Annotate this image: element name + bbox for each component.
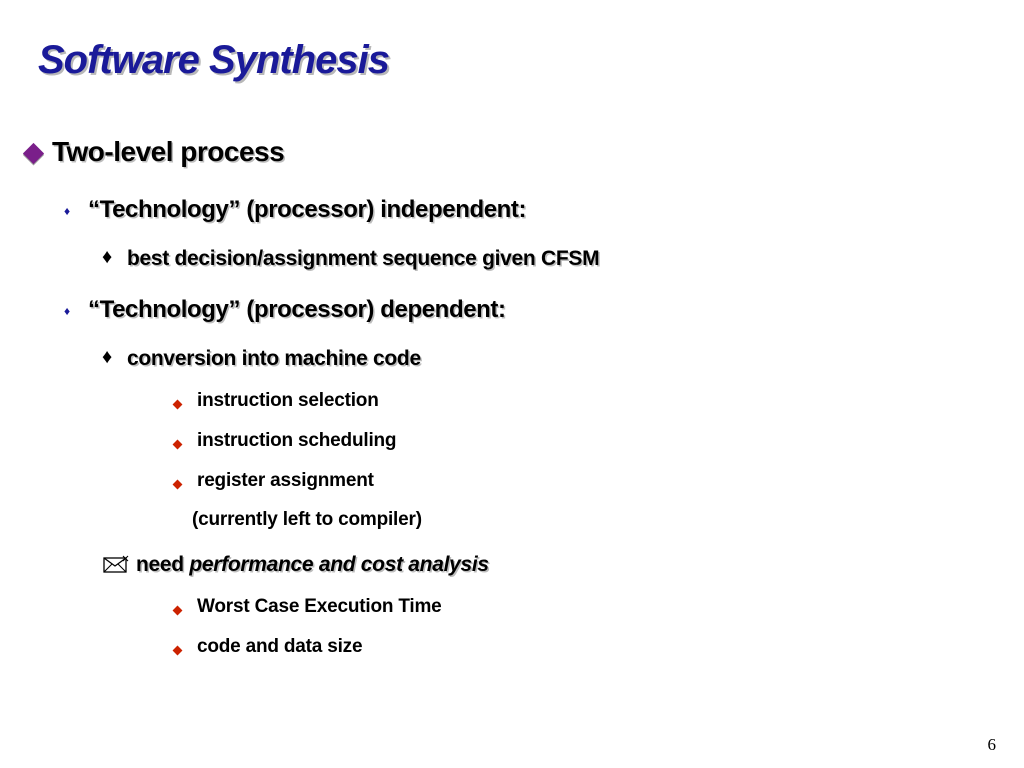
page-number: 6 bbox=[987, 735, 997, 754]
diamond-icon: ♦ bbox=[102, 246, 113, 268]
diamond-icon bbox=[22, 142, 45, 165]
bullet-two-level-process: Two-level process bbox=[52, 136, 285, 167]
small-diamond-icon: ♦ bbox=[64, 304, 71, 318]
bullet-instruction-scheduling: instruction scheduling bbox=[197, 430, 397, 451]
diamond-icon bbox=[172, 399, 183, 410]
bullet-best-decision: best decision/assignment sequence given … bbox=[127, 247, 600, 270]
need-emphasis: performance and cost analysis bbox=[189, 553, 489, 576]
diamond-icon bbox=[172, 439, 183, 450]
bullet-need-analysis: need performance and cost analysis bbox=[136, 553, 489, 577]
bullet-technology-dependent: “Technology” (processor) dependent: bbox=[88, 296, 506, 323]
diamond-icon bbox=[172, 479, 183, 490]
bullet-code-data-size: code and data size bbox=[197, 636, 363, 657]
bullet-register-assignment: register assignment bbox=[197, 470, 374, 491]
bullet-conversion: conversion into machine code bbox=[127, 347, 421, 370]
bullet-wcet: Worst Case Execution Time bbox=[197, 596, 442, 617]
need-prefix: need bbox=[136, 553, 184, 576]
bullet-technology-independent: “Technology” (processor) independent: bbox=[88, 196, 527, 223]
diamond-icon: ♦ bbox=[102, 346, 113, 368]
note-currently-left-to-compiler: (currently left to compiler) bbox=[192, 509, 422, 530]
slide-title: Software Synthesis bbox=[38, 38, 390, 82]
envelope-icon bbox=[103, 555, 129, 580]
diamond-icon bbox=[172, 645, 183, 656]
diamond-icon bbox=[172, 605, 183, 616]
bullet-instruction-selection: instruction selection bbox=[197, 390, 379, 411]
small-diamond-icon: ♦ bbox=[64, 204, 71, 218]
